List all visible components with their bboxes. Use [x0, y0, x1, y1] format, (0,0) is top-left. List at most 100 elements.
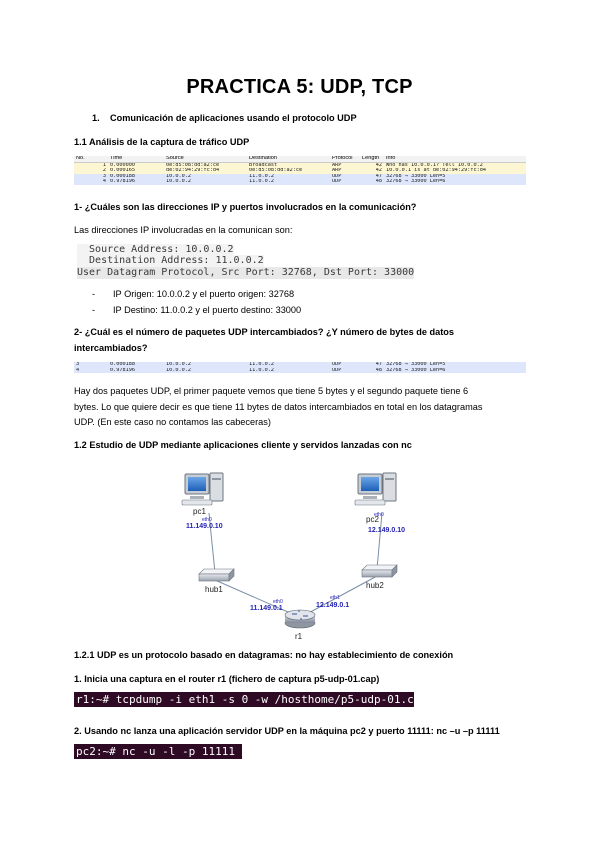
cell-destination: 11.0.0.2	[247, 179, 330, 185]
cell-no: 1	[74, 162, 108, 169]
cell-length: 42	[360, 162, 384, 169]
hub2-icon[interactable]	[361, 564, 398, 578]
cell-info: 10.0.0.1 is at de:02:94:29:fc:d4	[384, 168, 526, 174]
cell-time: 0.000188	[108, 362, 164, 368]
link-pc1-hub1	[208, 512, 216, 574]
question-2-answer: Hay dos paquetes UDP, el primer paquete …	[74, 384, 534, 431]
pc1-ip-label: 11.149.0.10	[186, 523, 223, 530]
cell-time: 0.978196	[108, 179, 164, 185]
section-1-1-heading: 1.1 Análisis de la captura de tráfico UD…	[74, 137, 250, 147]
cell-no: 4	[74, 367, 108, 374]
bullet-dash: -	[92, 289, 96, 299]
hub2-label: hub2	[366, 581, 384, 590]
cell-time: 0.978196	[108, 367, 164, 374]
question-1-answer-intro: Las direcciones IP involucradas en la co…	[74, 225, 293, 235]
col-time: Time	[108, 156, 164, 163]
link-hub2-r1	[302, 575, 378, 617]
table-row[interactable]: 4 0.978196 10.0.0.2 11.0.0.2 UDP 48 3276…	[74, 367, 526, 374]
section-1-2-1-heading: 1.2.1 UDP es un protocolo basado en data…	[74, 650, 454, 660]
router-eth0-ip: 11.149.0.1	[250, 605, 283, 612]
bullet-text: IP Destino: 11.0.0.2 y el puerto destino…	[113, 304, 302, 315]
packet-detail-1: Source Address: 10.0.0.2	[77, 244, 234, 256]
network-diagram: pc1 eth0 11.149.0.10 pc2 eth0 12.149.0.1…	[181, 472, 405, 641]
terminal-command-2[interactable]: pc2:~# nc -u -l -p 11111	[74, 744, 242, 759]
cell-protocol: UDP	[330, 173, 360, 180]
question-2-line-2: intercambiados?	[74, 343, 148, 353]
cell-protocol: UDP	[330, 179, 360, 185]
bullet-dash: -	[92, 304, 96, 315]
cell-destination: 11.0.0.2	[247, 367, 330, 374]
pc2-label: pc2	[366, 515, 379, 524]
router-r1-icon[interactable]	[284, 609, 316, 629]
col-source: Source	[164, 156, 247, 163]
cell-time: 0.000165	[108, 168, 164, 174]
cell-length: 48	[360, 179, 384, 185]
answer-bullets: - IP Origen: 10.0.0.2 y el puerto origen:…	[92, 287, 301, 318]
list-item: - IP Destino: 11.0.0.2 y el puerto destin…	[92, 303, 301, 319]
hub1-label: hub1	[205, 585, 223, 594]
cell-info: 32768 → 33000 Len=5	[384, 362, 526, 368]
step-2-instruction: 2. Usando nc lanza una aplicación servid…	[74, 726, 500, 736]
link-hub1-r1	[214, 579, 298, 617]
col-destination: Destination	[247, 156, 330, 163]
bullet-text: IP Origen: 10.0.0.2 y el puerto origen: …	[113, 289, 295, 299]
capture-table: No. Time Source Destination Protocol Len…	[74, 156, 526, 185]
cell-info: 32768 → 33000 Len=5	[384, 173, 526, 180]
pc2-interface-label: eth0	[374, 512, 384, 518]
cell-protocol: ARP	[330, 162, 360, 169]
pc1-computer-icon[interactable]	[181, 472, 224, 506]
section-1-number: 1.	[92, 113, 100, 123]
cell-source: 10.0.0.2	[164, 367, 247, 374]
cell-destination: 11.0.0.2	[247, 173, 330, 180]
cell-source: de:02:94:29:fc:d4	[164, 168, 247, 174]
cell-length: 48	[360, 367, 384, 374]
page-title: PRACTICA 5: UDP, TCP	[186, 76, 413, 98]
packet-detail-2: Destination Address: 11.0.0.2	[77, 255, 264, 267]
cell-length: 47	[360, 362, 384, 368]
cell-no: 3	[74, 173, 108, 180]
pc1-label: pc1	[193, 507, 206, 516]
table-row[interactable]: 2 0.000165 de:02:94:29:fc:d4 0e:d5:08:dd…	[74, 168, 526, 174]
table-row[interactable]: 4 0.978196 10.0.0.2 11.0.0.2 UDP 48 3276…	[74, 179, 526, 185]
step-1-instruction: 1. Inicia una captura en el router r1 (f…	[74, 674, 380, 684]
cell-destination: 11.0.0.2	[247, 362, 330, 368]
section-1-heading: Comunicación de aplicaciones usando el p…	[110, 113, 357, 123]
cell-info: 32768 → 33000 Len=6	[384, 367, 526, 374]
router-eth0-label: eth0	[273, 599, 283, 605]
cell-protocol: UDP	[330, 367, 360, 374]
link-pc2-hub2	[376, 512, 383, 570]
table-row[interactable]: 3 0.000188 10.0.0.2 11.0.0.2 UDP 47 3276…	[74, 173, 526, 180]
pc2-computer-icon[interactable]	[354, 472, 397, 506]
capture-header-row: No. Time Source Destination Protocol Len…	[74, 156, 526, 163]
cell-protocol: UDP	[330, 362, 360, 368]
table-row[interactable]: 1 0.000000 0e:d5:08:dd:a2:ce Broadcast A…	[74, 162, 526, 169]
packet-detail-3: User Datagram Protocol, Src Port: 32768,…	[77, 267, 415, 279]
cell-info: Who has 10.0.0.1? Tell 10.0.0.2	[384, 162, 526, 169]
router-eth1-label: eth1	[330, 595, 340, 601]
cell-destination: 0e:d5:08:dd:a2:ce	[247, 168, 330, 174]
pc2-ip-label: 12.149.0.10	[368, 527, 405, 534]
cell-length: 42	[360, 168, 384, 174]
cell-no: 3	[74, 362, 108, 368]
cell-time: 0.000000	[108, 162, 164, 169]
section-1-2-heading: 1.2 Estudio de UDP mediante aplicaciones…	[74, 440, 412, 450]
list-item: - IP Origen: 10.0.0.2 y el puerto origen:…	[92, 287, 301, 303]
pc1-interface-label: eth0	[202, 517, 212, 523]
terminal-command-1[interactable]: r1:~# tcpdump -i eth1 -s 0 -w /hosthome/…	[74, 692, 427, 707]
cell-source: 10.0.0.2	[164, 362, 247, 368]
hub1-icon[interactable]	[198, 568, 235, 582]
cell-info: 32768 → 33000 Len=6	[384, 179, 526, 185]
router-r1-label: r1	[295, 632, 303, 641]
question-2-line-1: 2- ¿Cuál es el número de paquetes UDP in…	[74, 327, 455, 337]
cell-length: 47	[360, 173, 384, 180]
cell-source: 10.0.0.2	[164, 179, 247, 185]
cell-protocol: ARP	[330, 168, 360, 174]
answer-line: bytes. Lo que quiere decir es que tiene …	[74, 401, 483, 412]
cell-no: 4	[74, 179, 108, 185]
table-row[interactable]: 3 0.000188 10.0.0.2 11.0.0.2 UDP 47 3276…	[74, 362, 526, 368]
col-protocol: Protocol	[330, 156, 360, 163]
router-eth1-ip: 12.149.0.1	[316, 602, 349, 609]
cell-destination: Broadcast	[247, 162, 330, 169]
answer-line: UDP. (En este caso no contamos las cabec…	[74, 417, 271, 427]
col-no: No.	[74, 156, 108, 163]
